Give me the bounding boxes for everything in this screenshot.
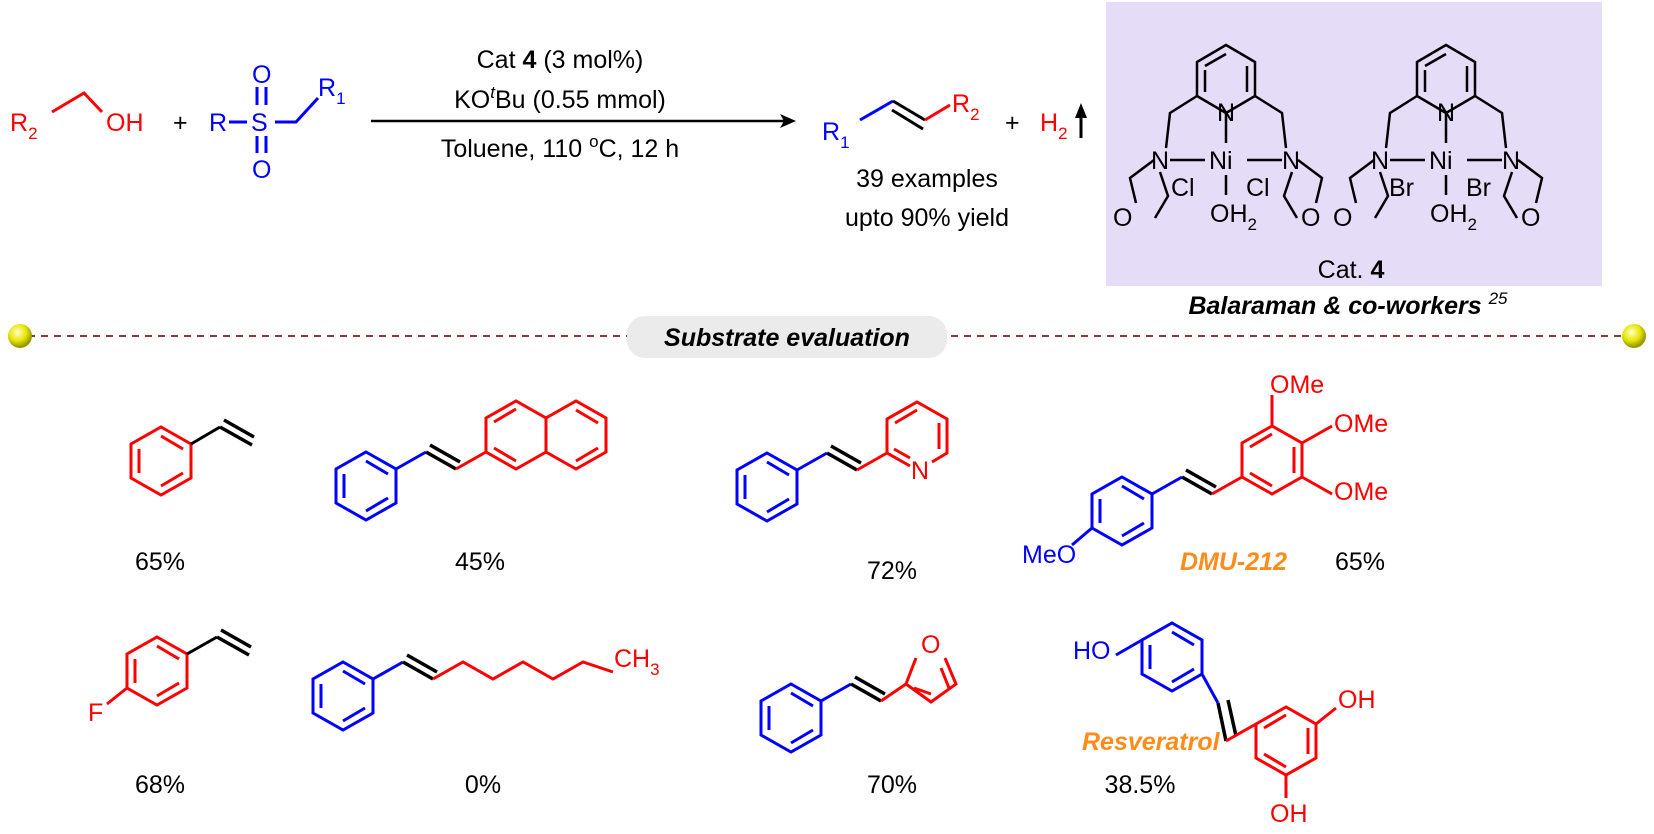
section-label-background (627, 316, 947, 358)
credit-line: Balaraman & co-workers 25 (1188, 289, 1508, 320)
yield-range: upto 90% yield (845, 204, 1009, 232)
alcohol: R2 OH (10, 91, 144, 143)
sulfone-r-label: R (209, 109, 227, 137)
yield-substrate-3: 72% (867, 557, 917, 585)
substrate-styrylpyridine (735, 400, 949, 523)
substrate-8-hydroxy-lower: OH (1270, 800, 1308, 828)
conditions-catalyst: Cat 4 (3 mol%) (477, 46, 644, 74)
substrate-3-heteroatom: N (911, 457, 929, 485)
yield-substrate-6: 0% (465, 771, 501, 799)
conditions-base: KOtBu (0.55 mmol) (454, 83, 666, 114)
yield-substrate-8: 38.5% (1105, 771, 1176, 799)
substrate-7-heteroatom: O (921, 631, 940, 659)
catalyst-cl-x2: Cl (1246, 174, 1270, 202)
catalyst-br-ni: Ni (1429, 147, 1453, 175)
product-double-bond-b (891, 108, 924, 131)
catalyst-panel: N N N Ni Cl Cl OH2 O O N N N Ni Br (1106, 2, 1602, 286)
yield-substrate-2: 45% (455, 548, 505, 576)
catalyst-caption: Cat. 4 (1318, 256, 1385, 284)
catalyst-cl-x1: Cl (1171, 174, 1195, 202)
substrate-4-ome-bottom: OMe (1334, 478, 1388, 506)
product-double-bond-a (892, 99, 926, 122)
substrate-naphthylstyrene (334, 399, 608, 522)
catalyst-br-o-left: O (1333, 204, 1352, 232)
product-r2-label: R2 (952, 90, 980, 124)
alcohol-oh-label: OH (106, 109, 144, 137)
conditions-solvent: Toluene, 110 oC, 12 h (441, 132, 679, 163)
section-divider: Substrate evaluation (8, 316, 1646, 358)
sulfone-s-label: S (251, 109, 268, 137)
catalyst-cl-n-right: N (1282, 147, 1300, 175)
catalyst-cl-n-pyridine: N (1217, 99, 1235, 127)
catalyst-background (1106, 2, 1602, 286)
product-bond-r1 (859, 99, 894, 122)
substrate-8-name: Resveratrol (1082, 728, 1221, 756)
yield-substrate-1: 65% (135, 548, 185, 576)
substrate-phenyloctene (311, 653, 614, 732)
catalyst-br-n-left: N (1371, 147, 1389, 175)
yield-substrate-7: 70% (867, 771, 917, 799)
substrate-4-meo: MeO (1022, 541, 1076, 569)
substrate-4-name: DMU-212 (1180, 548, 1287, 576)
divider-bead-right (1622, 324, 1646, 348)
substrate-4-ome-top: OMe (1270, 371, 1324, 399)
substrate-8-hydroxy-upper: OH (1338, 686, 1376, 714)
reaction: R2 OH + R S O O R1 Cat 4 (3 mol%) KOtBu … (10, 46, 1087, 232)
yield-substrate-5: 68% (135, 771, 185, 799)
sulfone-r1-label: R1 (318, 74, 346, 108)
sulfone: R S O O R1 (209, 61, 346, 184)
catalyst-br-o-right: O (1521, 204, 1540, 232)
catalyst-cl-o-left: O (1113, 204, 1132, 232)
product-r1-label: R1 (822, 118, 850, 152)
substrate-dmu212 (1071, 395, 1333, 547)
divider-bead-left (8, 324, 32, 348)
catalyst-cl-n-left: N (1151, 147, 1169, 175)
catalyst-cl-o-right: O (1301, 204, 1320, 232)
arrow-head (780, 114, 796, 128)
substrate-styrene (129, 418, 255, 497)
catalyst-br-x2: Br (1466, 174, 1491, 202)
substrate-5-fluorine: F (88, 699, 103, 727)
hydrogen-byproduct: H2 (1040, 109, 1068, 143)
substrate-styrylfuran (759, 657, 958, 754)
section-label: Substrate evaluation (664, 324, 910, 352)
sulfone-chain (275, 96, 320, 124)
plus-sign-1: + (173, 109, 188, 137)
catalyst-br-x1: Br (1389, 174, 1414, 202)
product-alkene: R1 R2 (822, 90, 980, 152)
sulfone-o-top-label: O (252, 61, 271, 89)
product-bond-r2 (924, 103, 951, 122)
catalyst-br-water: OH2 (1430, 200, 1477, 234)
gas-evolution-arrow (1075, 103, 1087, 138)
substrate-4-ome-middle: OMe (1334, 410, 1388, 438)
examples-count: 39 examples (856, 165, 998, 193)
catalyst-br-n-right: N (1502, 147, 1520, 175)
substrate-6-methyl: CH3 (614, 645, 660, 679)
catalyst-complex-cl (1128, 43, 1324, 219)
catalyst-complex-br (1348, 43, 1544, 219)
sulfone-o-bottom-label: O (252, 156, 271, 184)
alcohol-bonds (51, 91, 104, 114)
yield-substrate-4: 65% (1335, 548, 1385, 576)
substrate-resveratrol (1115, 621, 1337, 798)
substrate-fluorostyrene (106, 628, 252, 707)
plus-sign-2: + (1005, 109, 1020, 137)
reaction-arrow (371, 114, 796, 128)
catalyst-br-n-pyridine: N (1437, 99, 1455, 127)
substrate-8-hydroxy-left: HO (1073, 637, 1111, 665)
alcohol-r2-label: R2 (10, 109, 38, 143)
catalyst-cl-ni: Ni (1209, 147, 1233, 175)
catalyst-cl-water: OH2 (1210, 200, 1257, 234)
